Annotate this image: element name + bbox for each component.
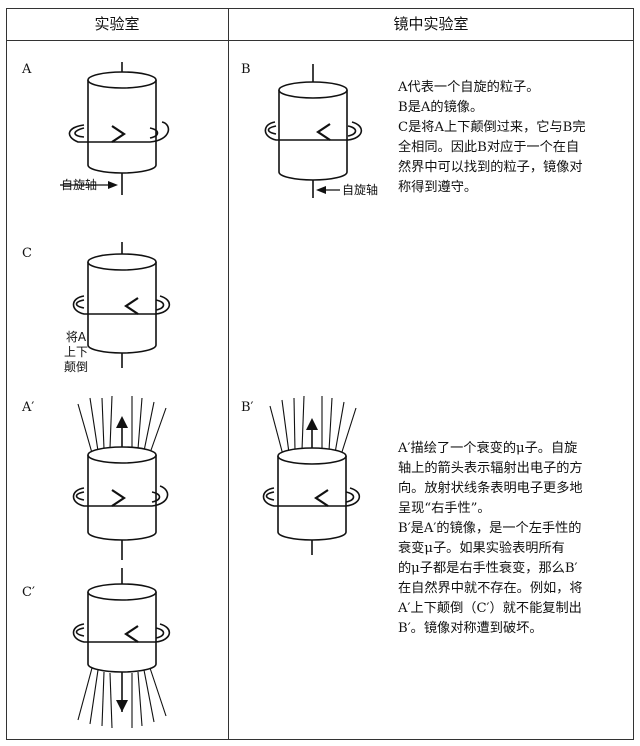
spin-band [68,121,170,143]
spin-arrowhead [111,125,126,143]
cylinder-top [87,446,157,464]
cylinder-top [87,253,157,271]
spin-axis-label-b: 自旋轴 [342,183,379,197]
cylinder-body [87,592,157,673]
cylinder-top [277,447,347,465]
spin-arrowhead [124,297,139,315]
description-line: 全相同。因此B对应于一个在自 [398,140,580,155]
spin-band [262,487,361,507]
panel-label-b: B [241,62,251,77]
panel-label-c-prime: C′ [22,585,35,600]
spin-band [72,485,169,507]
particle-b-prime [262,395,361,555]
description-line: A′描绘了一个衰变的μ子。自旋 [398,441,578,456]
electron-rays [77,395,167,454]
description-line: 轴上的箭头表示辐射出电子的方 [398,461,583,476]
description-symmetry: A代表一个自旋的粒子。 B是A的镜像。 C是将A上下颠倒过来，它与B完 全相同。… [398,78,586,198]
cylinder-body [277,456,347,541]
description-line: A′上下颠倒（C′）就不能复制出 [398,601,582,616]
description-line: 向。放射状线条表明电子更多地 [398,481,583,496]
description-line: 然界中可以找到的粒子，镜像对 [398,160,583,175]
description-line: 称得到遵守。 [398,180,478,195]
particle-c [72,242,171,368]
spin-band [264,121,363,141]
description-line: 的μ子都是右手性衰变，那么B′ [398,561,578,576]
flip-note-c: 将A 上下 颠倒 [64,330,88,375]
panel-label-c: C [22,246,32,261]
description-line: A代表一个自旋的粒子。 [398,80,540,95]
spin-arrowhead [314,489,329,507]
particle-b [264,64,363,198]
table-frame [6,8,634,740]
cylinder-body [278,90,348,181]
header-divider [6,40,634,41]
description-muon-decay: A′描绘了一个衰变的μ子。自旋 轴上的箭头表示辐射出电子的方 向。放射状线条表明… [398,439,583,639]
description-line: 在自然界中就不存在。例如，将 [398,581,583,596]
spin-arrowhead [316,123,331,141]
flip-note-line: 颠倒 [64,360,89,374]
spin-arrowhead [111,489,126,507]
flip-note-line: 将A [65,330,87,344]
spin-arrowhead [124,625,139,643]
particle-a-prime [72,395,169,560]
description-line: B是A的镜像。 [398,100,484,115]
spin-band [72,623,171,643]
header-lab: 实验室 [94,15,140,33]
column-divider [228,8,229,740]
spin-band [72,295,171,315]
panel-label-a: A [22,62,32,77]
cylinder-body [87,262,157,354]
description-line: C是将A上下颠倒过来，它与B完 [398,120,586,135]
panel-label-a-prime: A′ [22,400,35,415]
particle-c-prime [72,568,171,729]
emission-arrow [116,416,128,428]
cylinder-top [87,71,157,89]
header-mirror-lab: 镜中实验室 [393,15,469,33]
cylinder-top [278,81,348,99]
emission-arrow [306,418,318,430]
cylinder-body [87,80,157,174]
particle-a [60,62,170,195]
electron-rays [77,667,167,729]
emission-arrow [116,700,128,712]
description-line: 呈现“右手性”。 [398,501,491,516]
electron-rays [269,395,357,456]
description-line: 衰变μ子。如果实验表明所有 [398,541,565,556]
description-line: B′是A′的镜像，是一个左手性的 [398,521,582,536]
flip-note-line: 上下 [64,345,89,359]
cylinder-top [87,583,157,601]
panel-label-b-prime: B′ [241,400,254,415]
description-line: B′。镜像对称遭到破坏。 [398,621,543,636]
